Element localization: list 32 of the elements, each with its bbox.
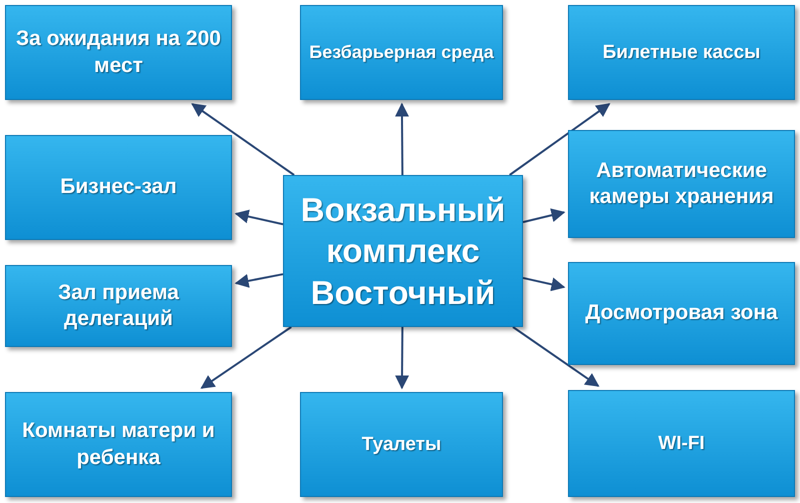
feature-box <box>5 5 232 100</box>
box-label: Бизнес-зал <box>60 174 177 200</box>
feature-box <box>568 130 795 238</box>
box-label: Зал приема делегаций <box>57 280 180 332</box>
arrow <box>191 103 295 176</box>
box-label: Безбарьерная среда <box>309 41 494 64</box>
arrow <box>509 103 610 176</box>
feature-box <box>5 265 232 347</box>
box-label: Комнаты матери и ребенка <box>21 418 216 470</box>
feature-box <box>5 392 232 497</box>
feature-box <box>568 390 795 497</box>
box-label: За ожидания на 200 мест <box>15 26 222 78</box>
arrow <box>395 327 410 390</box>
arrow <box>234 273 284 288</box>
box-label: Билетные кассы <box>602 40 760 64</box>
arrow <box>512 326 600 387</box>
box-label: Досмотровая зона <box>585 300 778 326</box>
feature-box <box>5 135 232 240</box>
feature-box <box>300 392 503 497</box>
arrow <box>522 276 566 292</box>
central-box <box>283 175 523 327</box>
box-label: Туалеты <box>362 432 442 456</box>
arrow <box>234 210 284 226</box>
arrow <box>394 102 409 175</box>
box-label: WI-FI <box>658 432 705 456</box>
feature-box <box>568 5 795 100</box>
arrow <box>522 208 566 224</box>
box-label: Вокзальный комплекс Восточный <box>300 190 506 313</box>
feature-box <box>300 5 503 100</box>
box-label: Автоматические камеры хранения <box>588 158 775 210</box>
arrow <box>200 326 292 389</box>
feature-box <box>568 262 795 365</box>
